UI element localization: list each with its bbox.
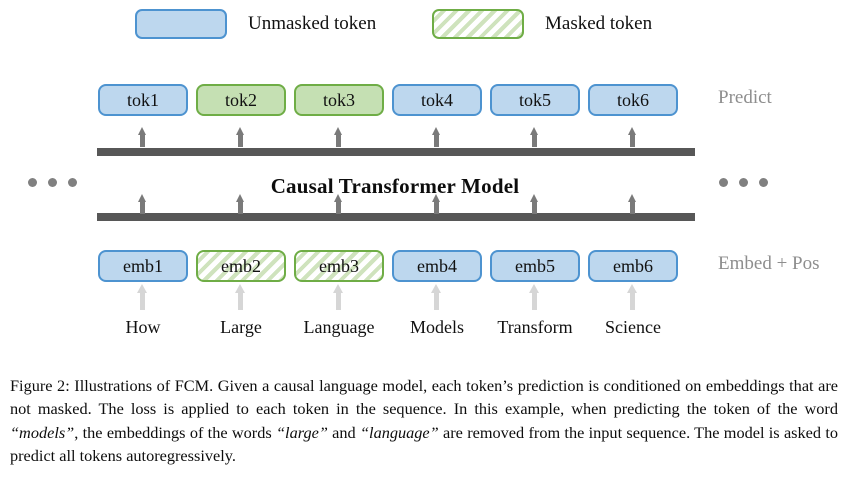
word-arrow-6 xyxy=(627,284,638,310)
output-arrow-2 xyxy=(236,127,245,147)
input-arrow-5 xyxy=(530,194,539,214)
token-box-tok4: tok4 xyxy=(392,84,482,116)
model-title: Causal Transformer Model xyxy=(270,174,520,198)
word-arrow-1 xyxy=(137,284,148,310)
token-box-tok3: tok3 xyxy=(294,84,384,116)
ellipsis-dot xyxy=(719,178,728,187)
input-arrow-2 xyxy=(236,194,245,214)
token-box-tok5: tok5 xyxy=(490,84,580,116)
transformer-top-bar xyxy=(97,148,695,156)
embedding-box-emb3: emb3 xyxy=(294,250,384,282)
word-arrow-5 xyxy=(529,284,540,310)
input-arrow-4 xyxy=(432,194,441,214)
embedding-box-emb4: emb4 xyxy=(392,250,482,282)
word-label-3: Language xyxy=(303,317,375,337)
caption-emphasis-large: “large” xyxy=(276,422,328,442)
word-label-5: Transform xyxy=(497,317,573,337)
caption-text-4: are removed from the input sequence. The… xyxy=(10,422,838,466)
word-label-2: Large xyxy=(220,317,262,337)
embedding-box-emb2: emb2 xyxy=(196,250,286,282)
embedding-box-emb1: emb1 xyxy=(98,250,188,282)
output-arrow-4 xyxy=(432,127,441,147)
word-label-1: How xyxy=(125,317,161,337)
word-label-6: Science xyxy=(605,317,661,337)
output-arrow-3 xyxy=(334,127,343,147)
input-arrow-1 xyxy=(138,194,147,214)
output-arrow-6 xyxy=(628,127,637,147)
ellipsis-dot xyxy=(739,178,748,187)
ellipsis-left xyxy=(28,178,77,187)
input-arrow-3 xyxy=(334,194,343,214)
token-box-tok6: tok6 xyxy=(588,84,678,116)
word-arrow-4 xyxy=(431,284,442,310)
ellipsis-dot xyxy=(759,178,768,187)
ellipsis-dot xyxy=(28,178,37,187)
embed-pos-label: Embed + Pos xyxy=(718,253,820,274)
caption-text-3: and xyxy=(327,422,360,442)
legend-swatch-unmasked xyxy=(135,9,227,39)
output-arrow-1 xyxy=(138,127,147,147)
caption-emphasis-models: “models” xyxy=(10,422,75,442)
caption-emphasis-language: “language” xyxy=(360,422,439,442)
caption-text-1: Illustrations of FCM. Given a causal lan… xyxy=(10,376,838,419)
word-arrow-2 xyxy=(235,284,246,310)
caption-text-2: , the embeddings of the words xyxy=(74,422,276,442)
legend-swatch-masked xyxy=(432,9,524,39)
output-arrow-5 xyxy=(530,127,539,147)
token-box-tok1: tok1 xyxy=(98,84,188,116)
token-box-tok2: tok2 xyxy=(196,84,286,116)
legend-label-masked: Masked token xyxy=(545,13,653,34)
input-arrow-6 xyxy=(628,194,637,214)
predict-label: Predict xyxy=(718,87,772,108)
caption-figure-number: Figure 2: xyxy=(10,376,70,395)
ellipsis-right xyxy=(719,178,768,187)
transformer-bottom-bar xyxy=(97,213,695,221)
figure-caption: Figure 2: Illustrations of FCM. Given a … xyxy=(10,374,838,468)
embedding-box-emb6: emb6 xyxy=(588,250,678,282)
embedding-box-emb5: emb5 xyxy=(490,250,580,282)
ellipsis-dot xyxy=(68,178,77,187)
word-label-4: Models xyxy=(410,317,464,337)
legend: Unmasked token Masked token xyxy=(0,0,846,52)
ellipsis-dot xyxy=(48,178,57,187)
word-arrow-3 xyxy=(333,284,344,310)
legend-label-unmasked: Unmasked token xyxy=(248,13,377,34)
